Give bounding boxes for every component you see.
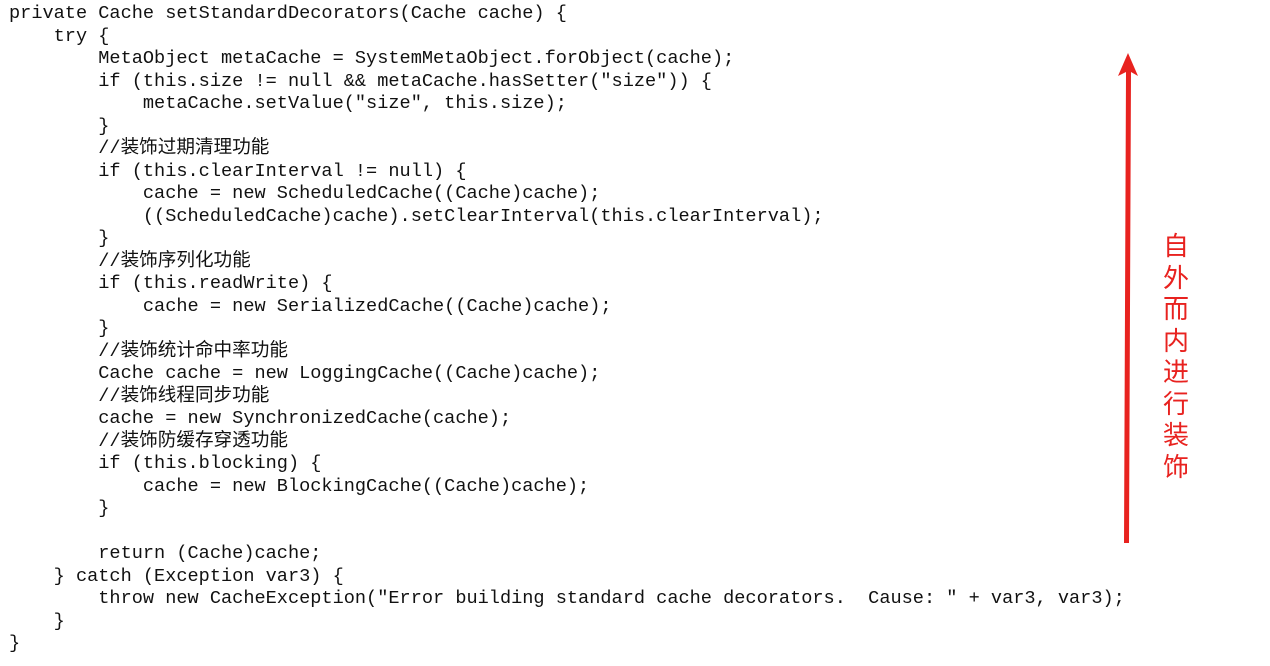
annotation-char: 装: [1162, 421, 1189, 451]
code-line: MetaObject metaCache = SystemMetaObject.…: [9, 48, 735, 69]
code-line: //装饰统计命中率功能: [9, 340, 288, 362]
code-line: //装饰过期清理功能: [9, 138, 270, 159]
code-line: try {: [9, 25, 110, 47]
code-line: private Cache setStandardDecorators(Cach…: [9, 3, 567, 24]
code-line: throw new CacheException("Error building…: [9, 588, 1125, 609]
code-line: metaCache.setValue("size", this.size);: [9, 93, 567, 114]
code-line: cache = new BlockingCache((Cache)cache);: [9, 475, 590, 497]
code-line: Cache cache = new LoggingCache((Cache)ca…: [9, 363, 601, 384]
code-line: } catch (Exception var3) {: [9, 565, 344, 587]
up-arrow-icon: [1118, 53, 1138, 543]
annotation-char: 行: [1162, 389, 1189, 420]
code-line: }: [9, 228, 110, 249]
annotation-char: 进: [1162, 358, 1189, 388]
code-line: if (this.clearInterval != null) {: [9, 160, 467, 182]
annotation-char: 内: [1162, 326, 1189, 357]
code-line: cache = new SerializedCache((Cache)cache…: [9, 295, 612, 317]
code-line: }: [9, 633, 21, 654]
code-line: if (this.readWrite) {: [9, 273, 333, 294]
code-line: }: [9, 610, 65, 632]
annotation-char: 自: [1162, 232, 1189, 262]
code-line: }: [9, 498, 110, 519]
code-line: cache = new SynchronizedCache(cache);: [9, 408, 512, 429]
code-line: if (this.size != null && metaCache.hasSe…: [9, 70, 712, 92]
code-block: private Cache setStandardDecorators(Cach…: [9, 3, 1125, 656]
code-line: //装饰序列化功能: [9, 250, 251, 272]
code-line: //装饰线程同步功能: [9, 385, 270, 407]
code-line: if (this.blocking) {: [9, 453, 322, 474]
annotation-char: 饰: [1162, 452, 1189, 483]
annotation-char: 而: [1162, 295, 1189, 325]
code-line: return (Cache)cache;: [9, 543, 322, 564]
code-line: [9, 521, 1125, 544]
code-line: }: [9, 115, 110, 137]
annotation-char: 外: [1162, 263, 1189, 294]
annotation-vertical-text: 自外而内进行装饰: [1158, 232, 1194, 484]
code-line: ((ScheduledCache)cache).setClearInterval…: [9, 205, 824, 227]
code-line: cache = new ScheduledCache((Cache)cache)…: [9, 183, 601, 204]
code-line: }: [9, 318, 110, 339]
code-line: //装饰防缓存穿透功能: [9, 430, 288, 452]
